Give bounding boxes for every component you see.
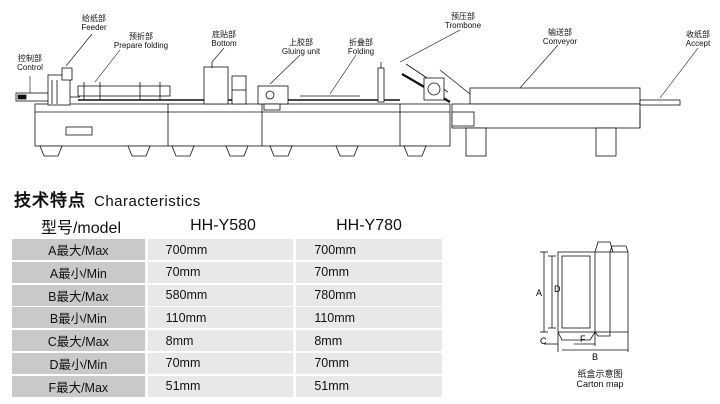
carton-map-diagram: A D C F B — [536, 241, 629, 362]
value-y780: 51mm — [296, 375, 442, 397]
carton-map-caption: 纸盒示意图 Carton map — [545, 369, 655, 389]
table-row: B最大/Max 580mm 780mm — [12, 284, 442, 306]
value-y580: 110mm — [147, 307, 294, 329]
caption-zh: 纸盒示意图 — [577, 369, 623, 379]
row-label: D最小/Min — [12, 352, 145, 374]
row-label: A最大/Max — [12, 239, 145, 260]
table-row: A最小/Min 70mm 70mm — [12, 261, 442, 283]
value-y780: 700mm — [296, 239, 442, 260]
table-row: B最小/Min 110mm 110mm — [12, 307, 442, 329]
heading-en: Characteristics — [94, 193, 201, 210]
header-y580: HH-Y580 — [190, 216, 256, 234]
value-y580: 8mm — [147, 330, 294, 352]
heading-zh: 技术特点 — [14, 191, 86, 210]
value-y780: 780mm — [296, 284, 442, 306]
machine-diagram — [15, 29, 699, 157]
dim-d: D — [554, 284, 561, 294]
value-y780: 110mm — [296, 307, 442, 329]
value-y780: 8mm — [296, 330, 442, 352]
section-heading: 技术特点 Characteristics — [14, 186, 201, 211]
table-header: 型号/model HH-Y580 HH-Y780 — [12, 212, 442, 239]
row-label: F最大/Max — [12, 375, 145, 397]
row-label: A最小/Min — [12, 261, 145, 283]
value-y580: 580mm — [147, 284, 294, 306]
value-y780: 70mm — [296, 352, 442, 374]
value-y780: 70mm — [296, 261, 442, 283]
value-y580: 70mm — [147, 352, 294, 374]
specs-table: 型号/model HH-Y580 HH-Y780 A最大/Max 700mm 7… — [12, 212, 442, 399]
row-label: C最大/Max — [12, 330, 145, 352]
value-y580: 70mm — [147, 261, 294, 283]
table-row: D最小/Min 70mm 70mm — [12, 352, 442, 374]
dim-f: F — [580, 334, 586, 344]
header-model: 型号/model — [40, 219, 122, 237]
row-label: B最大/Max — [12, 284, 145, 306]
table-row: F最大/Max 51mm 51mm — [12, 375, 442, 397]
table-row: C最大/Max 8mm 8mm — [12, 330, 442, 352]
value-y580: 700mm — [147, 239, 294, 260]
row-label: B最小/Min — [12, 307, 145, 329]
dim-c: C — [540, 336, 547, 346]
caption-en: Carton map — [576, 379, 624, 389]
dim-b: B — [592, 352, 598, 362]
table-row: A最大/Max 700mm 700mm — [12, 239, 442, 260]
value-y580: 51mm — [147, 375, 294, 397]
dim-a: A — [536, 288, 542, 298]
header-y780: HH-Y780 — [336, 216, 402, 234]
